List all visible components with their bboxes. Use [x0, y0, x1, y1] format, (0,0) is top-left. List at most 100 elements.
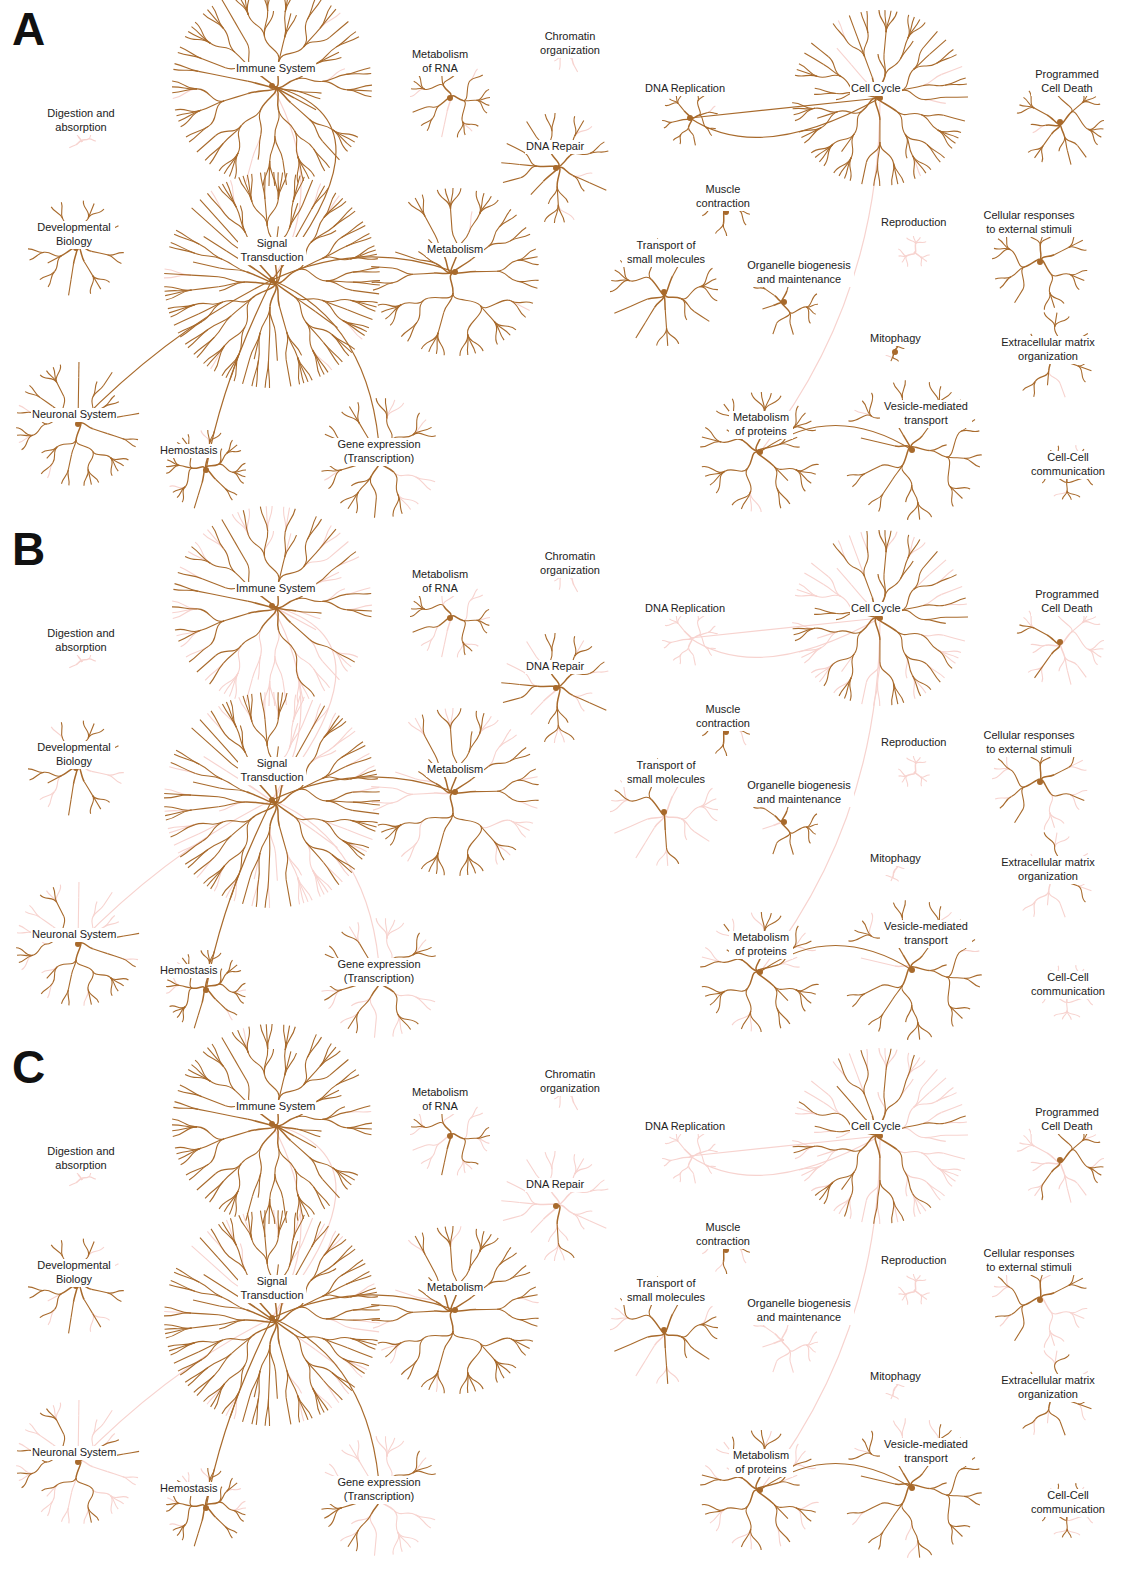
pathway-branch	[480, 300, 511, 308]
pathway-branch	[662, 120, 672, 122]
cross-pathway-link	[690, 1136, 880, 1156]
pathway-branch	[893, 357, 899, 362]
pathway-branch	[708, 112, 718, 114]
pathway-branch	[309, 119, 322, 141]
pathway-branch	[678, 624, 684, 631]
pathway-branch	[799, 584, 818, 597]
pathway-branch	[765, 1327, 774, 1333]
pathway-branch	[944, 1153, 965, 1159]
pathway-branch	[907, 252, 915, 256]
pathway-branch	[708, 1144, 716, 1150]
pathway-branch	[762, 306, 773, 310]
pathway-branch	[197, 89, 224, 102]
pathway-branch	[510, 234, 530, 241]
pathway-branch	[279, 38, 285, 62]
pathway-branch	[694, 1174, 696, 1183]
pathway-branch	[897, 112, 905, 134]
pathway-branch	[698, 1139, 701, 1153]
pathway-branch	[837, 48, 851, 65]
pathway-branch	[521, 1204, 538, 1216]
pathway-branch	[936, 55, 956, 64]
pathway-branch	[470, 595, 483, 601]
pathway-branch	[259, 629, 261, 655]
pathway-branch	[501, 163, 519, 165]
pathway-branch	[1078, 666, 1087, 678]
pathway-branch	[900, 38, 907, 59]
pathway-branch	[838, 541, 846, 561]
pathway-branch	[681, 1165, 689, 1172]
pathway-tree	[507, 641, 609, 743]
root-dot	[553, 165, 559, 171]
pathway-branch	[387, 403, 404, 419]
pathway-branch	[48, 463, 53, 478]
pathway-branch	[867, 11, 868, 33]
pathway-branch	[875, 98, 880, 120]
pathway-branch	[914, 1282, 916, 1290]
pathway-branch	[393, 1532, 399, 1555]
pathway-branch	[208, 316, 231, 330]
pathway-branch	[353, 787, 380, 792]
pathway-branch	[838, 21, 846, 41]
pathway-branch	[1060, 904, 1065, 918]
pathway-branch	[174, 314, 199, 325]
pathway-branch	[264, 172, 266, 199]
pathway-branch	[264, 531, 273, 557]
pathway-branch	[205, 143, 223, 160]
pathway-branch	[265, 361, 268, 388]
pathway-branch	[191, 275, 218, 277]
pathway-branch	[394, 472, 415, 476]
pathway-branch	[995, 277, 1011, 279]
pathway-branch	[78, 1431, 79, 1446]
pathway-branch	[56, 365, 61, 383]
pathway-branch	[178, 110, 201, 121]
pathway-branch	[527, 1160, 537, 1175]
pathway-branch	[681, 818, 687, 839]
pathway-branch	[897, 1150, 921, 1153]
pathway-branch	[545, 114, 552, 131]
pathway-tree	[373, 1226, 539, 1392]
pathway-branch	[168, 305, 195, 309]
pathway-branch	[511, 821, 526, 837]
cross-pathway-link	[272, 800, 380, 978]
pathway-branch	[681, 638, 691, 640]
pathway-branch	[1071, 623, 1082, 633]
pathway-branch	[378, 304, 401, 306]
pathway-branch	[1015, 289, 1023, 303]
pathway-branch	[1054, 1011, 1067, 1017]
pathway-branch	[219, 186, 237, 207]
pathway-branch	[688, 1165, 693, 1174]
pathway-branch	[672, 640, 681, 642]
pathway-branch	[906, 256, 908, 267]
pathway-branch	[209, 101, 225, 126]
pathway-branch	[71, 264, 73, 280]
pathway-branch	[1034, 108, 1047, 115]
pathway-branch	[665, 310, 666, 328]
pathway-branch	[374, 1536, 376, 1556]
pathway-branch	[274, 172, 279, 199]
pathway-branch	[457, 122, 463, 138]
pathway-branch	[610, 280, 630, 291]
pathway-tree	[1033, 125, 1046, 132]
pathway-branch	[942, 66, 963, 74]
pathway-branch	[497, 261, 517, 272]
pathway-branch	[946, 1135, 968, 1136]
pathway-branch	[849, 16, 857, 37]
pathway-branch	[278, 173, 287, 199]
pathway-branch	[673, 654, 681, 660]
pathway-branch	[332, 335, 349, 356]
pathway-tree	[898, 236, 929, 267]
pathway-branch	[192, 208, 212, 226]
pathway-branch	[462, 642, 478, 647]
pathway-branch	[1067, 1188, 1071, 1202]
pathway-branch	[320, 9, 336, 28]
pathway-branch	[463, 601, 470, 621]
pathway-branch	[395, 772, 415, 779]
pathway-branch	[1088, 649, 1097, 664]
pathway-branch	[936, 1093, 956, 1102]
pathway-branch	[698, 621, 701, 635]
pathway-branch	[240, 205, 245, 232]
pathway-branch	[165, 290, 191, 296]
pathway-branch	[180, 47, 202, 59]
pathway-branch	[469, 214, 480, 232]
pathway-branch	[762, 1344, 773, 1348]
